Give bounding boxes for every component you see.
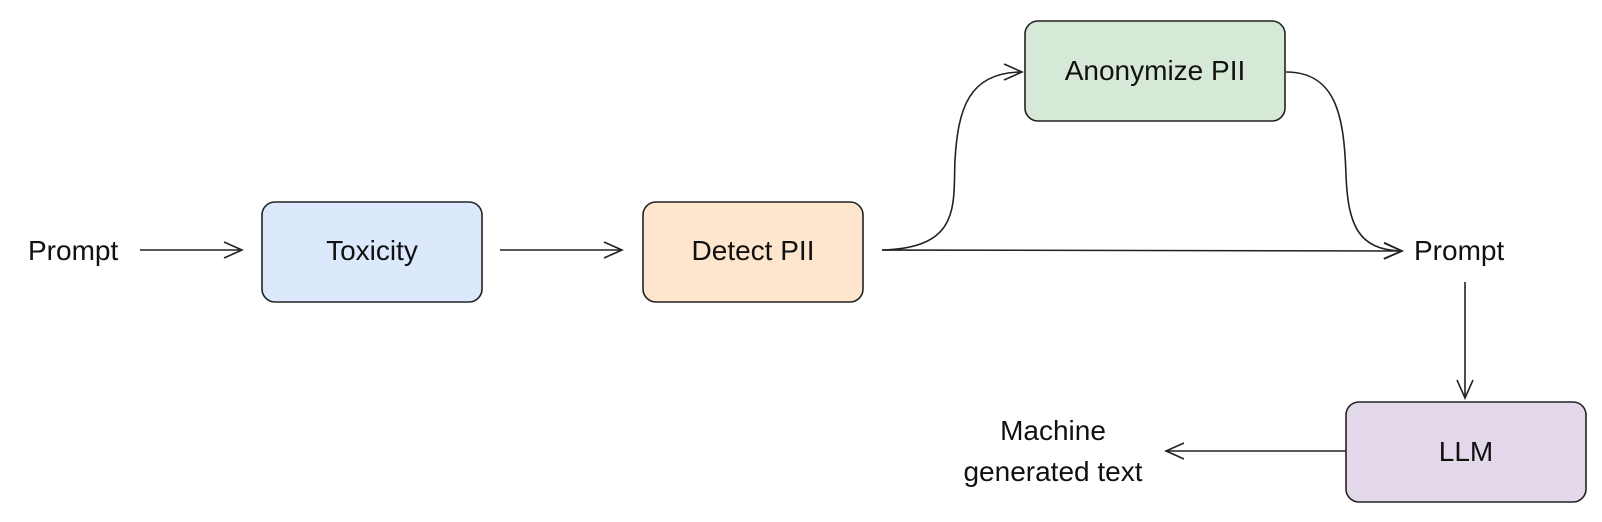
anonymize-pii-box: [1024, 20, 1286, 122]
machine-text-line1: Machine: [1000, 415, 1106, 446]
detect-pii-node: Detect PII: [642, 201, 864, 303]
machine-generated-text-label: Machine generated text: [963, 415, 1142, 487]
anonymize-pii-node: Anonymize PII: [1024, 20, 1286, 122]
anonymize-pii-label: Anonymize PII: [1065, 55, 1246, 86]
toxicity-node: Toxicity: [261, 201, 483, 303]
machine-text-line2: generated text: [963, 456, 1142, 487]
edge-anonymize-pii-to-prompt: [1285, 71, 1404, 260]
llm-label: LLM: [1439, 436, 1493, 467]
toxicity-box: [261, 201, 483, 303]
llm-node: LLM: [1345, 401, 1587, 503]
prompt-output-label: Prompt: [1414, 235, 1504, 266]
toxicity-label: Toxicity: [326, 235, 418, 266]
detect-pii-label: Detect PII: [692, 235, 815, 266]
detect-pii-box: [642, 201, 864, 303]
edge-detect-pii-to-prompt: [881, 242, 1404, 260]
edge-detect-pii-to-anonymize-pii: [881, 63, 1024, 251]
llm-box: [1345, 401, 1587, 503]
prompt-input-label: Prompt: [28, 235, 118, 266]
